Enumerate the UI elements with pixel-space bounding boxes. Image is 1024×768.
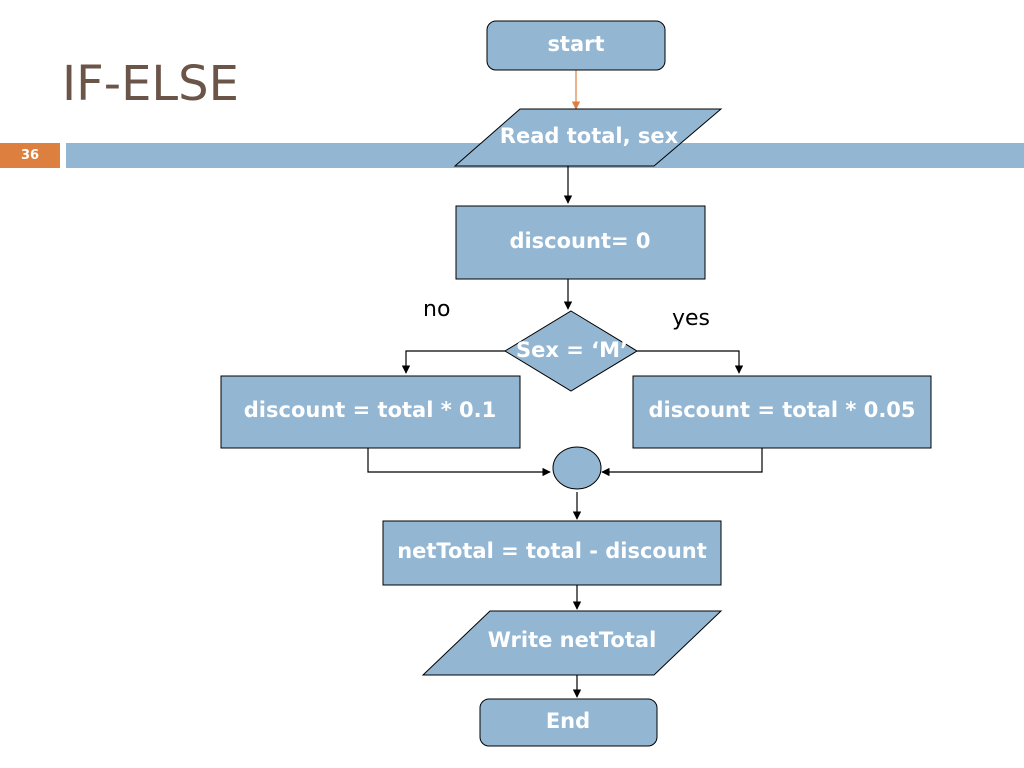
slide-title: IF-ELSE [62, 56, 239, 112]
node-merge-connector [552, 446, 602, 490]
slide-number: 36 [0, 143, 60, 168]
node-yes-branch: discount = total * 0.05 [632, 375, 932, 449]
node-end: End [479, 698, 658, 747]
branch-label-no: no [423, 297, 450, 322]
edge-decision-no [401, 350, 506, 374]
node-no-branch-label: discount = total * 0.1 [244, 398, 496, 422]
edge-yes-to-merge [601, 448, 763, 477]
branch-label-yes: yes [672, 306, 710, 331]
node-read-input: Read total, sex [453, 108, 723, 167]
edge-decision-yes [636, 350, 744, 374]
node-decision: Sex = ‘M’ [504, 310, 638, 392]
node-init-discount-label: discount= 0 [509, 229, 650, 253]
node-no-branch: discount = total * 0.1 [220, 375, 521, 449]
node-decision-label: Sex = ‘M’ [516, 338, 628, 362]
node-write-output: Write netTotal [421, 610, 723, 676]
node-read-input-label: Read total, sex [500, 124, 679, 148]
flow-edges [367, 70, 763, 698]
node-init-discount: discount= 0 [455, 205, 706, 280]
node-start: start [486, 20, 666, 71]
node-yes-branch-label: discount = total * 0.05 [648, 398, 915, 422]
node-start-label: start [547, 32, 604, 56]
node-compute-nettotal: netTotal = total - discount [382, 520, 722, 586]
node-compute-nettotal-label: netTotal = total - discount [397, 539, 707, 563]
edge-no-to-merge [367, 448, 551, 477]
node-write-output-label: Write netTotal [488, 628, 657, 652]
node-end-label: End [546, 709, 590, 733]
